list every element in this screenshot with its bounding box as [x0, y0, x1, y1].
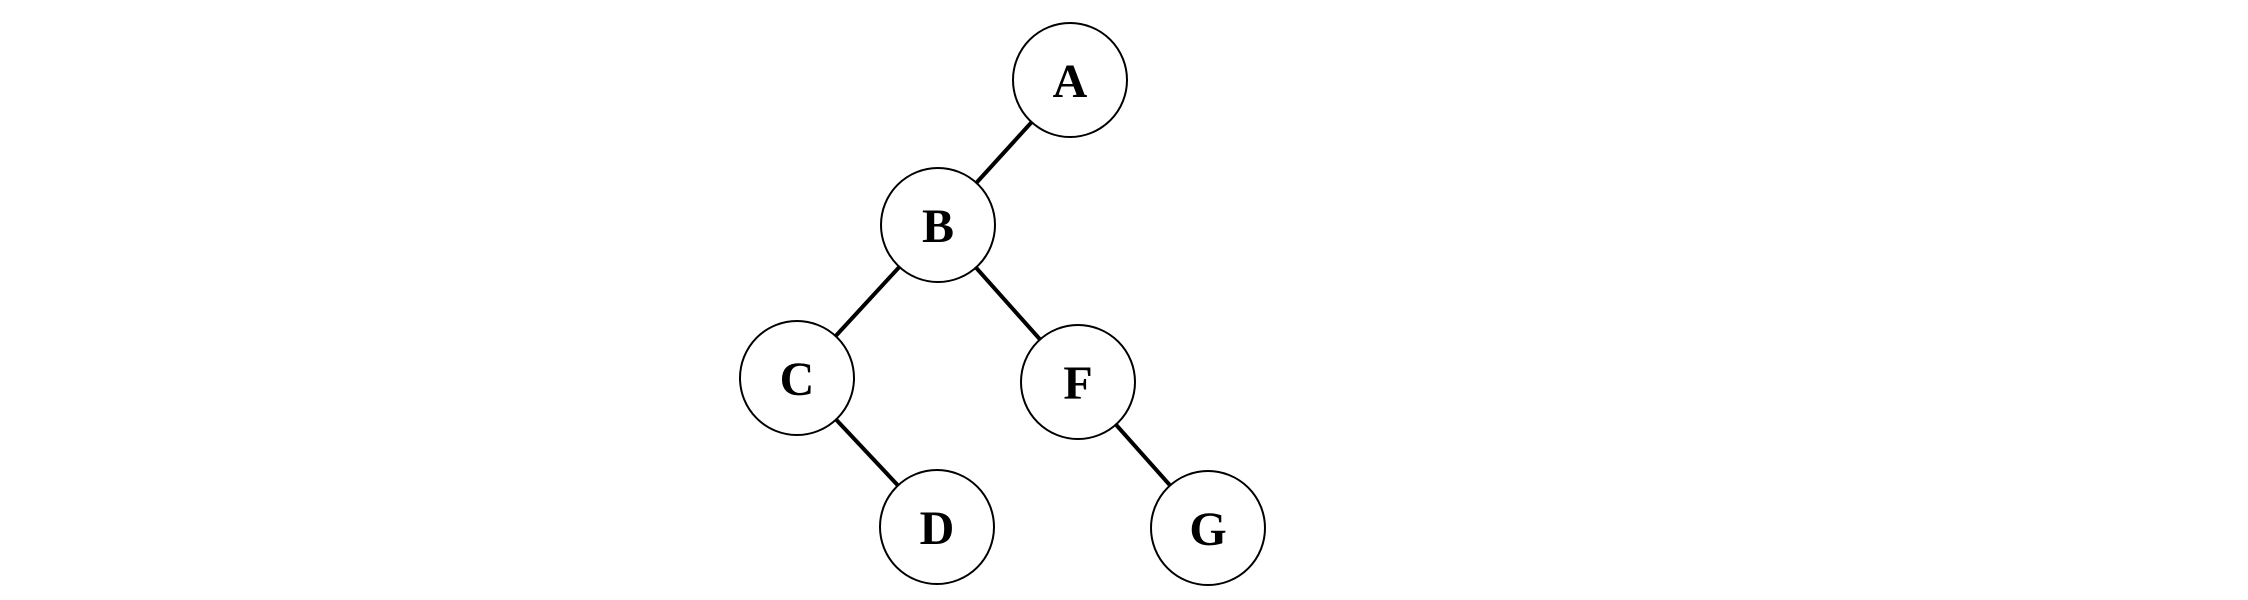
tree-node-label-A: A [1053, 55, 1088, 108]
tree-node-A: A [1012, 22, 1128, 138]
tree-edges-layer [795, 78, 1210, 530]
tree-node-label-B: B [922, 200, 954, 253]
tree-node-circle-C [739, 320, 855, 436]
tree-node-F: F [1020, 324, 1136, 440]
tree-node-G: G [1150, 470, 1266, 586]
tree-node-label-F: F [1063, 357, 1092, 410]
tree-node-circle-A [1012, 22, 1128, 138]
tree-node-circle-F [1020, 324, 1136, 440]
tree-node-B: B [880, 167, 996, 283]
tree-node-C: C [739, 320, 855, 436]
tree-node-circle-D [879, 469, 995, 585]
tree-node-label-D: D [920, 502, 955, 555]
tree-node-D: D [879, 469, 995, 585]
tree-node-label-G: G [1189, 503, 1226, 556]
tree-node-circle-B [880, 167, 996, 283]
tree-node-label-C: C [780, 353, 815, 406]
tree-node-circle-G [1150, 470, 1266, 586]
tree-nodes-layer: A B C F D G [739, 22, 1266, 586]
